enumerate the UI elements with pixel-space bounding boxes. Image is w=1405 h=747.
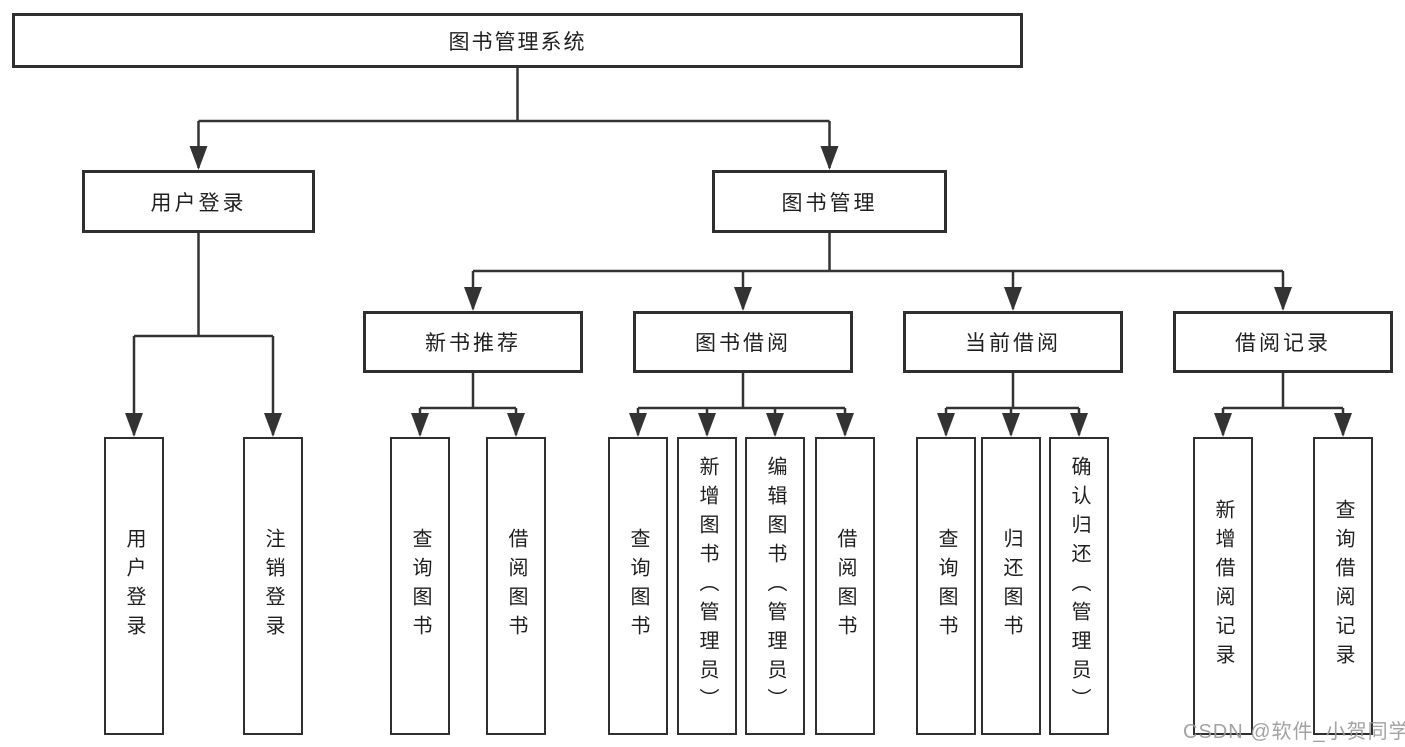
leaf-current-query-books: 查询图书 bbox=[916, 437, 976, 735]
leaf-recommend-borrow-books: 借阅图书 bbox=[486, 437, 546, 735]
node-root: 图书管理系统 bbox=[12, 13, 1023, 68]
leaf-borrowing-edit-books-admin: 编辑图书（管理员） bbox=[745, 437, 805, 735]
watermark: CSDN @软件_小贺同学 bbox=[1183, 721, 1405, 743]
arrowheads bbox=[125, 146, 1352, 437]
connector-lines bbox=[132, 68, 1345, 435]
leaf-records-add-record: 新增借阅记录 bbox=[1193, 437, 1253, 735]
node-borrowing-records: 借阅记录 bbox=[1173, 311, 1393, 373]
leaf-logout: 注销登录 bbox=[243, 437, 303, 735]
leaf-borrowing-add-books-admin: 新增图书（管理员） bbox=[677, 437, 737, 735]
leaf-recommend-query-books: 查询图书 bbox=[390, 437, 450, 735]
leaf-current-return-books: 归还图书 bbox=[981, 437, 1041, 735]
leaf-records-query-record: 查询借阅记录 bbox=[1313, 437, 1373, 735]
leaf-borrowing-query-books: 查询图书 bbox=[608, 437, 668, 735]
node-book-management: 图书管理 bbox=[712, 170, 947, 233]
leaf-borrowing-borrow-books: 借阅图书 bbox=[815, 437, 875, 735]
node-new-book-recommend: 新书推荐 bbox=[363, 311, 583, 373]
leaf-user-login: 用户登录 bbox=[104, 437, 164, 735]
node-book-borrowing: 图书借阅 bbox=[633, 311, 853, 373]
node-current-borrowing: 当前借阅 bbox=[903, 311, 1123, 373]
node-user-login: 用户登录 bbox=[82, 170, 315, 233]
leaf-current-confirm-return-admin: 确认归还（管理员） bbox=[1049, 437, 1109, 735]
